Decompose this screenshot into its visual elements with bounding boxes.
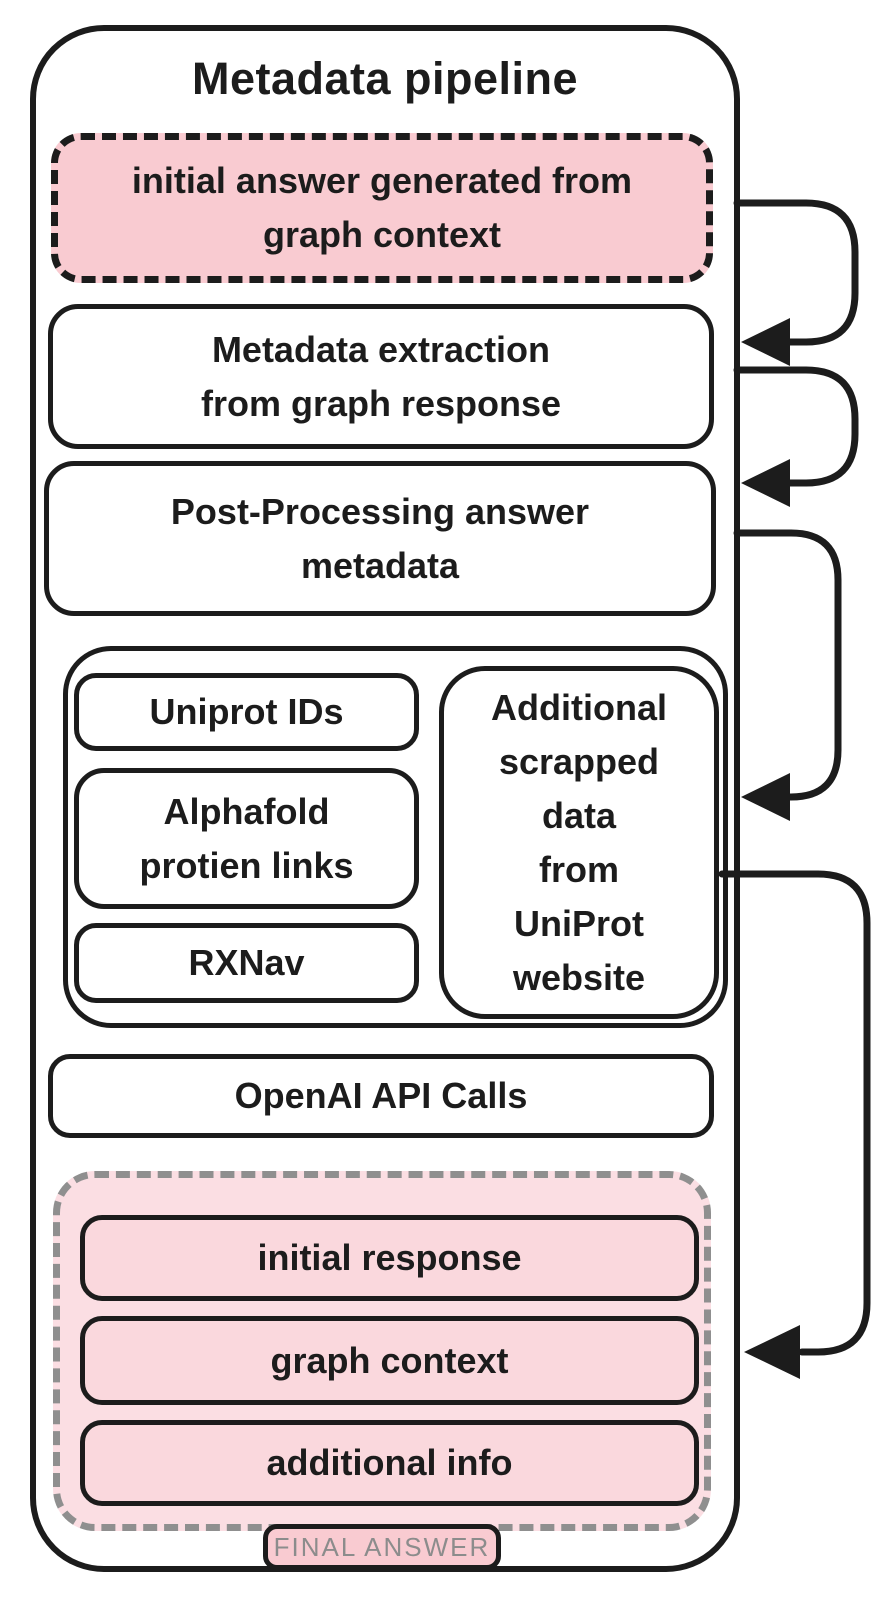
node-alphafold-line1: Alphafold — [163, 790, 330, 832]
node-scraped-line4: from — [539, 848, 619, 890]
node-initial-answer-line2: graph context — [262, 214, 502, 255]
node-additional-info: additional info — [80, 1420, 699, 1506]
final-answer-group: initial response graph context additiona… — [53, 1171, 711, 1570]
node-initial-answer: initial answer generated from graph cont… — [51, 133, 713, 283]
node-post-processing-line2: metadata — [300, 544, 460, 586]
arrowhead-initial-to-extraction — [741, 318, 790, 366]
node-metadata-extraction-line2: from graph response — [200, 382, 562, 424]
final-answer-badge: FINAL ANSWER — [263, 1524, 501, 1570]
node-additional-scraped-data: Additional scrapped data from UniProt we… — [439, 666, 719, 1019]
node-openai-label: OpenAI API Calls — [234, 1075, 528, 1116]
node-rxnav-label: RXNav — [188, 942, 305, 983]
node-initial-response: initial response — [80, 1215, 699, 1301]
node-initial-response-label: initial response — [257, 1237, 522, 1278]
node-graph-context: graph context — [80, 1316, 699, 1405]
arrow-postprocessing-to-sources — [733, 529, 842, 801]
arrowhead-sources-to-final — [744, 1325, 800, 1379]
node-metadata-extraction-line1: Metadata extraction — [211, 328, 551, 370]
node-uniprot-ids: Uniprot IDs — [74, 673, 419, 751]
node-scraped-line6: website — [512, 956, 646, 998]
node-graph-context-label: graph context — [270, 1339, 509, 1381]
node-scraped-line1: Additional — [491, 686, 667, 728]
node-metadata-extraction: Metadata extraction from graph response — [48, 304, 714, 449]
data-sources-group: Uniprot IDs Alphafold protien links RXNa… — [63, 646, 728, 1028]
node-uniprot-ids-label: Uniprot IDs — [149, 691, 344, 732]
pipeline-container: Metadata pipeline initial answer generat… — [30, 25, 740, 1572]
node-initial-answer-line1: initial answer generated from — [131, 160, 633, 201]
node-rxnav: RXNav — [74, 923, 419, 1003]
node-alphafold-line2: protien links — [139, 844, 354, 886]
node-post-processing-line1: Post-Processing answer — [170, 490, 590, 532]
node-scraped-line2: scrapped — [498, 740, 660, 782]
arrowhead-postprocessing-to-sources — [741, 773, 790, 821]
final-answer-badge-label: FINAL ANSWER — [273, 1531, 491, 1562]
node-post-processing: Post-Processing answer metadata — [44, 461, 716, 616]
node-alphafold-links: Alphafold protien links — [74, 768, 419, 909]
node-scraped-line3: data — [541, 794, 617, 836]
pipeline-title: Metadata pipeline — [191, 53, 579, 104]
arrow-initial-to-extraction — [733, 199, 859, 346]
node-additional-info-label: additional info — [266, 1442, 513, 1483]
node-scraped-line5: UniProt — [514, 902, 644, 944]
arrowhead-extraction-to-postprocessing — [741, 459, 790, 507]
node-openai-api-calls: OpenAI API Calls — [48, 1054, 714, 1138]
arrow-sources-to-final — [718, 870, 871, 1356]
arrow-extraction-to-postprocessing — [733, 366, 859, 487]
